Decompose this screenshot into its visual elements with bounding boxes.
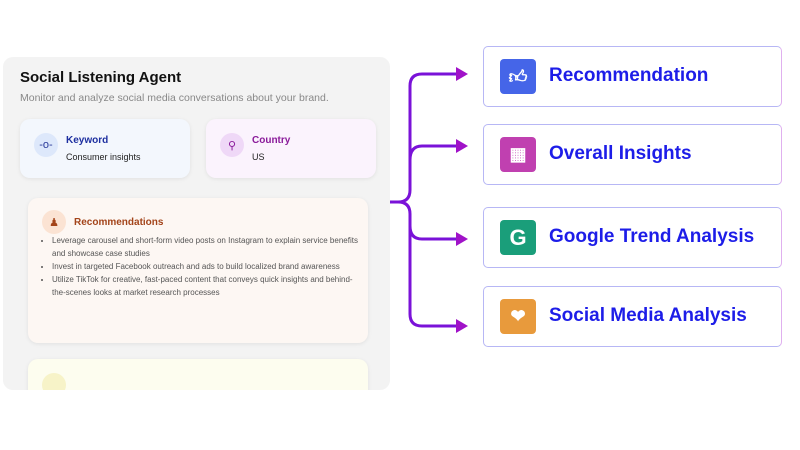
list-item: Invest in targeted Facebook outreach and…	[52, 260, 362, 273]
google-g-icon: G	[500, 220, 536, 255]
insights-icon	[42, 373, 66, 390]
arrow-head	[456, 319, 468, 333]
thumbs-up-icon: 👍︎	[500, 59, 536, 94]
keyword-value: Consumer insights	[66, 152, 141, 162]
panel-title: Social Listening Agent	[20, 69, 182, 86]
country-value: US	[252, 152, 265, 162]
arrow-head	[456, 67, 468, 81]
list-item: Leverage carousel and short-form video p…	[52, 234, 362, 260]
panel-subtitle: Monitor and analyze social media convers…	[20, 92, 329, 104]
output-label: Google Trend Analysis	[549, 226, 755, 247]
output-label: Recommendation	[549, 65, 709, 86]
location-pin-icon: ⚲	[220, 133, 244, 157]
country-card: ⚲ Country US	[206, 119, 376, 178]
recommendations-title: Recommendations	[74, 217, 164, 228]
arrow-connector	[408, 144, 458, 161]
arrow-connector	[397, 200, 458, 328]
output-overall-insights: ▦ Overall Insights	[483, 124, 782, 185]
social-listening-agent-panel: Social Listening Agent Monitor and analy…	[3, 57, 390, 390]
keyword-label: Keyword	[66, 135, 109, 146]
arrow-connector	[390, 72, 458, 204]
list-item: Utilize TikTok for creative, fast-paced …	[52, 273, 362, 299]
keyword-card: -o- Keyword Consumer insights	[20, 119, 190, 178]
megaphone-icon: ❤	[500, 299, 536, 334]
output-social-media-analysis: ❤ Social Media Analysis	[483, 286, 782, 347]
recommendations-list: Leverage carousel and short-form video p…	[38, 234, 362, 299]
output-label: Overall Insights	[549, 143, 692, 164]
bar-chart-icon: ▦	[500, 137, 536, 172]
person-icon: ♟	[42, 210, 66, 234]
recommendations-card: ♟ Recommendations Leverage carousel and …	[28, 198, 368, 343]
keyword-icon: -o-	[34, 133, 58, 157]
output-label: Social Media Analysis	[549, 305, 747, 326]
arrow-head	[456, 139, 468, 153]
arrow-connector	[408, 225, 458, 241]
country-label: Country	[252, 135, 291, 146]
next-card-partial	[28, 359, 368, 390]
output-recommendation: 👍︎ Recommendation	[483, 46, 782, 107]
output-google-trend-analysis: G Google Trend Analysis	[483, 207, 782, 268]
arrow-head	[456, 232, 468, 246]
